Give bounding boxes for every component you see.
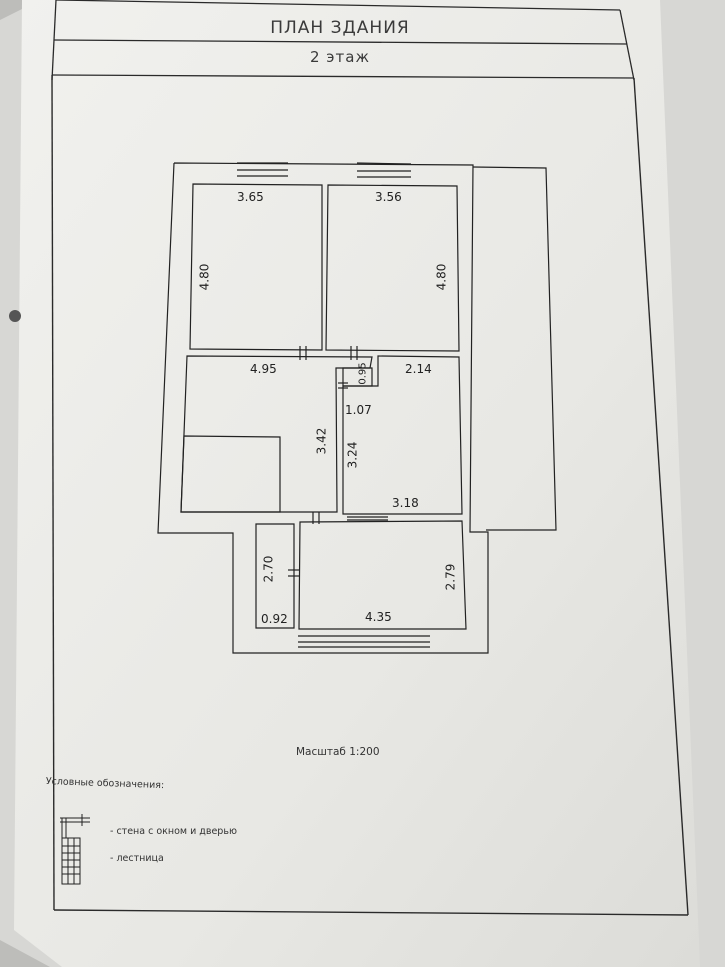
dim-corridor-length: 1.07 <box>345 403 372 417</box>
floor-plan <box>157 162 557 654</box>
dim-room2-length: 4.80 <box>434 263 449 291</box>
dim-room1-width: 3.65 <box>237 190 264 204</box>
wall-window-door-icon <box>60 814 90 838</box>
title-block <box>51 0 635 81</box>
dim-room2-width: 3.56 <box>375 190 402 204</box>
dim-kitchen-length: 2.79 <box>443 563 458 591</box>
dim-corridor-width: 0.95 <box>357 362 369 385</box>
drawing-frame <box>51 74 689 916</box>
dim-bath-width: 0.92 <box>261 612 288 626</box>
punch-hole <box>9 310 21 322</box>
legend-stairs-label: - лестница <box>110 853 164 864</box>
floor-label: 2 этаж <box>310 48 370 66</box>
dim-room3-bottom: 3.18 <box>392 496 419 510</box>
dim-living-length: 3.42 <box>314 427 329 455</box>
dim-room1-length: 4.80 <box>197 263 212 291</box>
stairs-icon <box>61 837 81 885</box>
scale-label: Масштаб 1:200 <box>296 746 380 758</box>
dim-room3-length: 3.24 <box>345 441 360 469</box>
dim-bath-length: 2.70 <box>261 555 276 583</box>
dim-kitchen-width: 4.35 <box>365 610 392 624</box>
dim-living-width: 4.95 <box>250 362 277 376</box>
page-title: ПЛАН ЗДАНИЯ <box>270 18 410 38</box>
paper-sheet <box>14 0 700 967</box>
dim-room3-width: 2.14 <box>405 362 432 376</box>
legend-wall-label: - стена с окном и дверью <box>110 826 237 837</box>
